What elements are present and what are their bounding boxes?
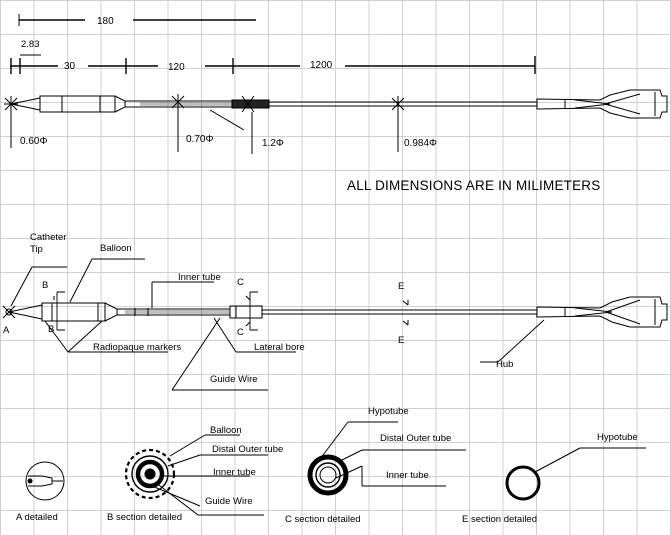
catheter-top-view <box>4 89 668 154</box>
detail-b-distal-outer-label: Distal Outer tube <box>212 444 283 455</box>
callout-catheter-tip-line2: Tip <box>30 244 43 255</box>
detail-e-hypotube-label: Hypotube <box>597 432 638 443</box>
callout-point-a: A <box>3 325 10 336</box>
units-note: ALL DIMENSIONS ARE IN MILIMETERS <box>347 178 600 193</box>
caption-b-section-detailed: B section detailed <box>107 512 182 523</box>
callout-hub: Hub <box>496 359 513 370</box>
dia-shaft-label: 0.984Φ <box>404 138 437 149</box>
detail-c-view <box>307 421 466 496</box>
detail-c-hypotube-label: Hypotube <box>368 406 409 417</box>
dim-middle-label: 120 <box>168 62 185 73</box>
dim-distal-label: 30 <box>64 61 76 72</box>
callout-radiopaque-markers: Radiopaque markers <box>93 342 181 353</box>
detail-b-balloon-label: Balloon <box>210 425 242 436</box>
dimension-lines <box>10 14 536 74</box>
dim-total-label: 180 <box>97 16 114 27</box>
caption-a-detailed: A detailed <box>16 512 58 523</box>
caption-e-section-detailed: E section detailed <box>462 514 537 525</box>
callout-guide-wire: Guide Wire <box>210 374 258 385</box>
dia-tip-label: 0.60Φ <box>20 136 47 147</box>
section-mark-b-bottom: B <box>48 324 54 335</box>
detail-b-inner-label: Inner tube <box>213 467 256 478</box>
callout-catheter-tip-line1: Catheter <box>30 232 66 243</box>
callout-balloon: Balloon <box>100 243 132 254</box>
section-mark-e-top: E <box>398 281 404 292</box>
section-mark-c-top: C <box>237 277 244 288</box>
detail-c-distal-outer-label: Distal Outer tube <box>380 433 451 444</box>
dim-tip-label: 2.83 <box>21 39 40 50</box>
detail-b-view <box>124 434 268 516</box>
section-mark-b-top: B <box>42 280 48 291</box>
dia-marker-label: 1.2Φ <box>262 138 284 149</box>
dia-inner-label: 0.70Φ <box>186 134 213 145</box>
callout-inner-tube: Inner tube <box>178 272 221 283</box>
detail-a-view <box>25 461 65 501</box>
detail-b-guide-wire-label: Guide Wire <box>205 496 253 507</box>
detail-e-view <box>505 447 646 501</box>
section-mark-c-bottom: C <box>237 327 244 338</box>
section-mark-e-bottom: E <box>398 335 404 346</box>
catheter-lower-view <box>2 258 668 391</box>
caption-c-section-detailed: C section detailed <box>285 514 361 525</box>
dim-proximal-label: 1200 <box>310 60 333 71</box>
callout-lateral-bore: Lateral bore <box>254 342 305 353</box>
detail-c-inner-label: Inner tube <box>386 470 429 481</box>
